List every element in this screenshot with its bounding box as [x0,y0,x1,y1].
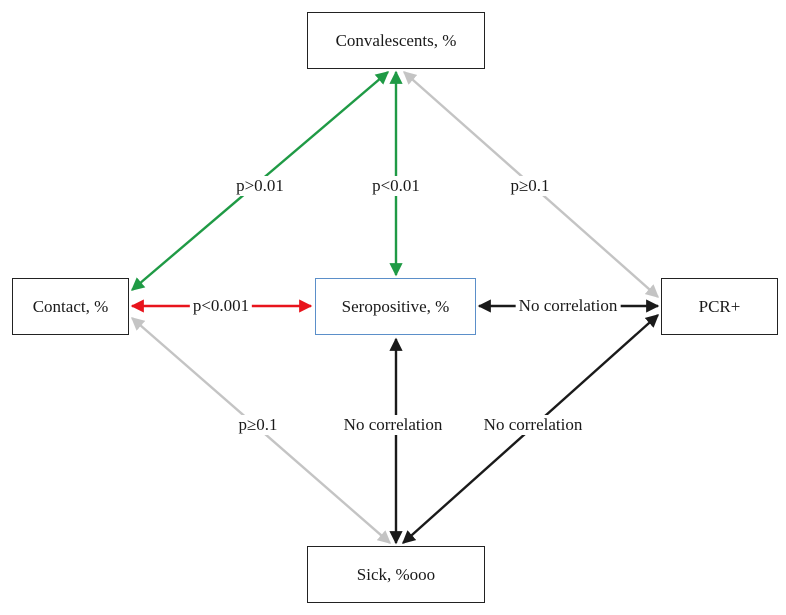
label-seropositive-convalescents: p<0.01 [369,176,423,196]
label-pcr-convalescents: p≥0.1 [507,176,553,196]
node-sick: Sick, %ooo [307,546,485,603]
label-seropositive-pcr: No correlation [515,296,621,316]
label-seropositive-sick: No correlation [340,415,446,435]
node-sick-label: Sick, %ooo [356,564,436,584]
label-contact-sick: p≥0.1 [235,415,281,435]
node-contact-label: Contact, % [32,296,109,316]
node-pcr-label: PCR+ [698,296,741,316]
node-seropositive-label: Seropositive, % [341,296,450,316]
node-convalescents: Convalescents, % [307,12,485,69]
label-contact-convalescents: p>0.01 [233,176,287,196]
node-pcr: PCR+ [661,278,778,335]
label-contact-seropositive: p<0.001 [189,296,253,316]
node-convalescents-label: Convalescents, % [335,30,457,50]
label-pcr-sick: No correlation [480,415,586,435]
node-seropositive: Seropositive, % [315,278,476,335]
node-contact: Contact, % [12,278,129,335]
